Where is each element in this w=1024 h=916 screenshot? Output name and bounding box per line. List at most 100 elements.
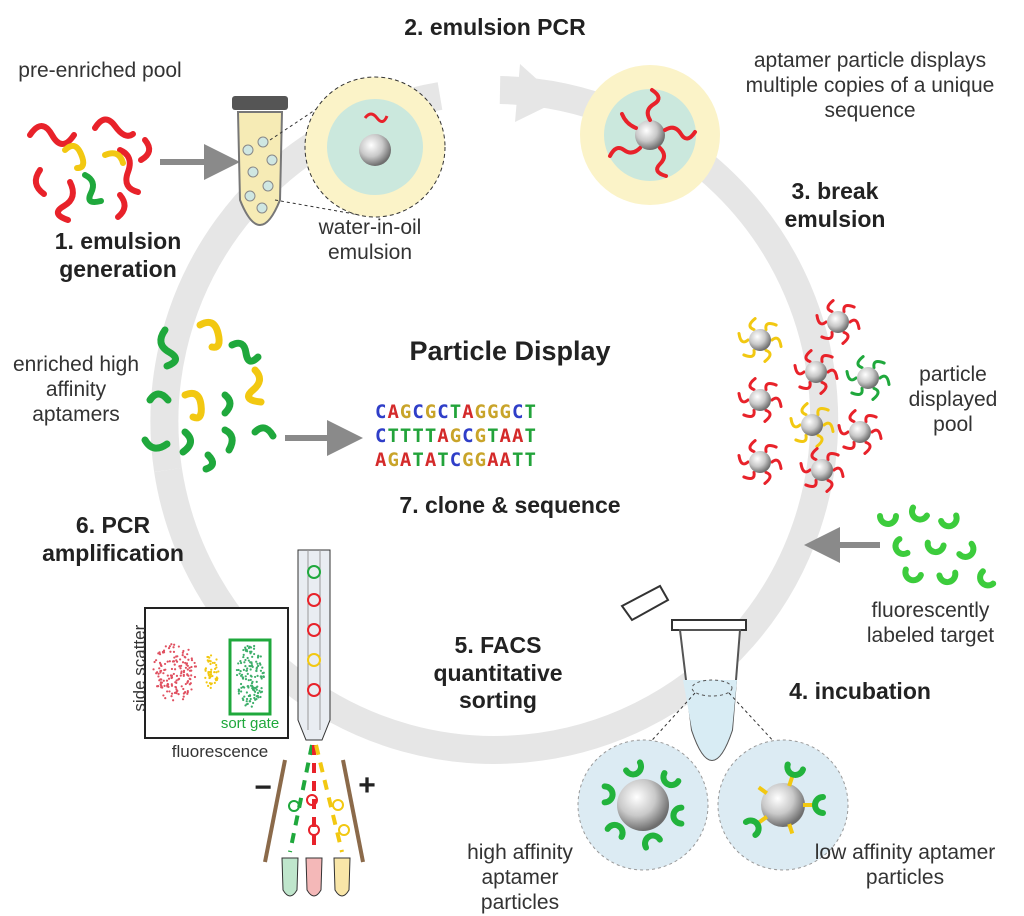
facs-event-dot <box>259 669 263 672</box>
aptamer-strand <box>764 322 778 332</box>
nucleotide: C <box>449 449 463 471</box>
nucleotide: A <box>499 425 512 447</box>
facs-event-dot <box>262 671 265 674</box>
facs-event-dot <box>251 680 254 683</box>
facs-event-dot <box>163 662 167 666</box>
facs-event-dot <box>209 654 213 657</box>
low-affinity-label: low affinity aptamer particles <box>814 841 996 890</box>
nucleotide: A <box>375 449 388 471</box>
bead <box>749 329 771 351</box>
nucleotide: A <box>399 449 413 471</box>
facs-event-dot <box>213 661 216 664</box>
facs-event-dot <box>173 656 176 659</box>
facs-event-dot <box>180 672 183 675</box>
sorted-droplet <box>332 799 344 811</box>
facs-event-dot <box>255 688 258 691</box>
aptamer-strand <box>832 466 845 479</box>
aptamer-particle-droplet <box>580 65 720 205</box>
facs-event-dot <box>235 673 239 677</box>
facs-event-dot <box>158 667 161 670</box>
aptamer-strand <box>748 377 757 392</box>
facs-event-dot <box>215 658 218 661</box>
aptamer-strand <box>872 360 886 370</box>
target-molecule <box>812 794 826 816</box>
sequence-block: CAGCGCTAGGGCT CTTTTAGCGTAAT AGATATCGGAAT… <box>375 400 537 472</box>
facs-event-dot <box>159 664 163 667</box>
facs-event-dot <box>172 650 176 653</box>
nucleotide: G <box>487 401 500 423</box>
aptamer-strand <box>799 461 812 474</box>
aptamer-strand <box>742 348 756 358</box>
facs-event-dot <box>251 686 254 690</box>
aptamer-strand <box>763 408 772 423</box>
side-scatter-label: side scatter <box>129 624 149 712</box>
facs-event-dot <box>208 676 211 679</box>
aptamer-strand <box>816 407 830 417</box>
display-particle <box>789 402 835 448</box>
aptamer-strand <box>794 433 808 443</box>
facs-event-dot <box>255 660 258 663</box>
nucleotide: T <box>524 401 537 423</box>
facs-event-dot <box>168 690 171 693</box>
facs-event-dot <box>245 700 248 703</box>
facs-event-dot <box>213 671 216 674</box>
diagram-title: Particle Display <box>409 336 611 366</box>
facs-event-dot <box>167 677 171 680</box>
facs-event-dot <box>245 703 248 706</box>
facs-event-dot <box>253 689 256 692</box>
facs-event-dot <box>207 656 210 659</box>
target-molecule <box>742 817 762 838</box>
facs-event-dot <box>242 685 245 688</box>
facs-event-dot <box>169 650 172 653</box>
sequence-line-1: CAGCGCTAGGGCT <box>375 400 537 424</box>
aptamer-strand <box>770 336 783 349</box>
facs-event-dot <box>210 668 213 671</box>
facs-event-dot <box>179 674 182 677</box>
facs-event-dot <box>170 674 173 677</box>
facs-event-dot <box>240 690 243 693</box>
nucleotide: A <box>462 401 475 423</box>
aptamer-strand <box>826 299 835 314</box>
facs-event-dot <box>170 676 174 679</box>
facs-event-dot <box>189 678 192 681</box>
target-molecule <box>604 821 626 840</box>
target-molecule <box>877 513 899 527</box>
facs-event-dot <box>186 653 189 656</box>
facs-event-dot <box>259 655 262 658</box>
nucleotide: A <box>499 449 512 471</box>
sorted-droplet <box>288 800 300 812</box>
pre-enriched-pool-strands <box>27 116 153 223</box>
facs-event-dot <box>179 658 182 661</box>
aptamer-strand <box>763 470 772 485</box>
aptamer-strand <box>837 423 850 436</box>
aptamer-strand <box>841 330 850 345</box>
nucleotide: G <box>449 425 463 447</box>
bead <box>827 311 849 333</box>
display-particle <box>737 439 783 485</box>
nucleotide: T <box>399 425 413 447</box>
aptamer-strand <box>826 368 839 381</box>
bead <box>749 389 771 411</box>
particle-displayed-pool <box>737 299 891 493</box>
high-affinity-zoom <box>577 739 709 871</box>
display-particle <box>799 447 845 493</box>
aptamer-strand <box>820 330 834 340</box>
nucleotide: A <box>487 449 500 471</box>
nucleotide: G <box>474 449 488 471</box>
aptamer-strand <box>764 444 778 454</box>
flow-droplet <box>307 593 321 607</box>
target-molecule <box>902 566 924 584</box>
nucleotide: T <box>524 425 537 447</box>
facs-event-dot <box>241 676 245 679</box>
bead <box>801 414 823 436</box>
bound-targets <box>601 759 826 851</box>
facs-event-dot <box>170 683 173 686</box>
facs-event-dot <box>262 675 265 679</box>
nucleotide: C <box>462 425 475 447</box>
bead <box>811 459 833 481</box>
facs-event-dot <box>208 681 212 685</box>
emulsion-tube <box>232 96 288 226</box>
enriched-aptamers-label: enriched high affinity aptamers <box>12 353 140 427</box>
facs-event-dot <box>242 653 245 656</box>
aptamer-strand <box>848 409 857 424</box>
